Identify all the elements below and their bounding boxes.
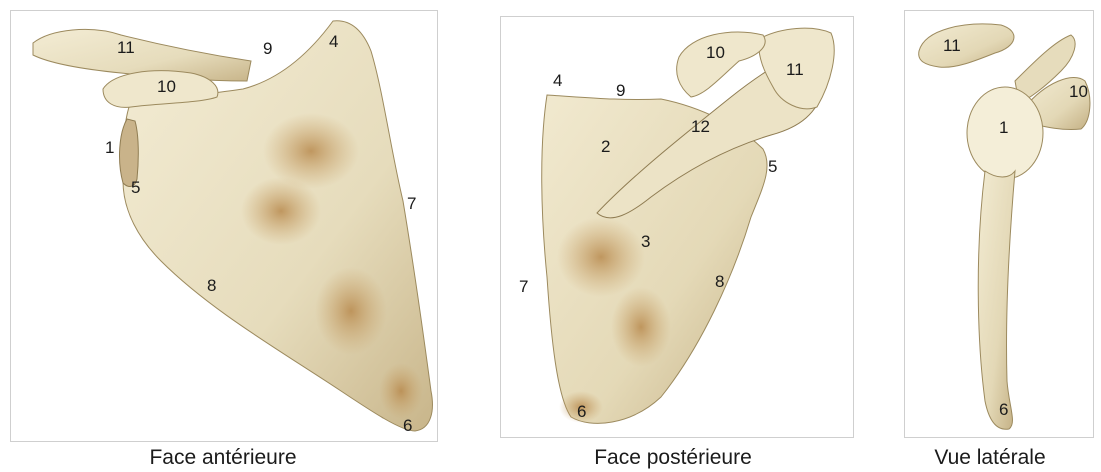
label-4: 4	[329, 32, 338, 51]
label-5: 5	[768, 157, 777, 176]
label-7: 7	[407, 194, 416, 213]
label-5: 5	[131, 178, 140, 197]
label-11: 11	[786, 60, 804, 79]
label-12: 12	[691, 117, 710, 136]
label-8: 8	[207, 276, 216, 295]
anterior-scapula-illustration: 11 9 4 10 1 5 7 8 6	[11, 11, 437, 441]
label-6: 6	[999, 400, 1008, 419]
texture-spot	[315, 267, 387, 355]
caption-anterior: Face antérieure	[110, 446, 336, 470]
posterior-scapula-illustration: 10 11 4 9 12 2 5 3 7 8 6	[501, 17, 853, 437]
label-4: 4	[553, 71, 562, 90]
label-3: 3	[641, 232, 650, 251]
glenoid-shape	[120, 119, 139, 186]
label-1: 1	[999, 118, 1008, 137]
label-1: 1	[105, 138, 114, 157]
label-7: 7	[519, 277, 528, 296]
label-9: 9	[263, 39, 272, 58]
label-10: 10	[157, 77, 176, 96]
panel-posterior: 10 11 4 9 12 2 5 3 7 8 6	[500, 16, 854, 438]
panel-anterior: 11 9 4 10 1 5 7 8 6	[10, 10, 438, 442]
label-10: 10	[706, 43, 725, 62]
caption-lateral: Vue latérale	[890, 446, 1090, 470]
caption-posterior: Face postérieure	[560, 446, 786, 470]
texture-spot	[379, 363, 423, 419]
label-11: 11	[117, 38, 135, 57]
label-6: 6	[577, 402, 586, 421]
blade-shape	[978, 171, 1015, 429]
label-6: 6	[403, 416, 412, 435]
acromion-shape	[919, 24, 1014, 67]
label-10: 10	[1069, 82, 1088, 101]
texture-spot	[611, 287, 671, 367]
label-11: 11	[943, 36, 961, 55]
texture-spot	[557, 217, 645, 297]
label-9: 9	[616, 81, 625, 100]
label-8: 8	[715, 272, 724, 291]
texture-spot	[241, 177, 321, 245]
lateral-scapula-illustration: 11 10 1 6	[905, 11, 1093, 437]
panel-lateral: 11 10 1 6	[904, 10, 1094, 438]
label-2: 2	[601, 137, 610, 156]
